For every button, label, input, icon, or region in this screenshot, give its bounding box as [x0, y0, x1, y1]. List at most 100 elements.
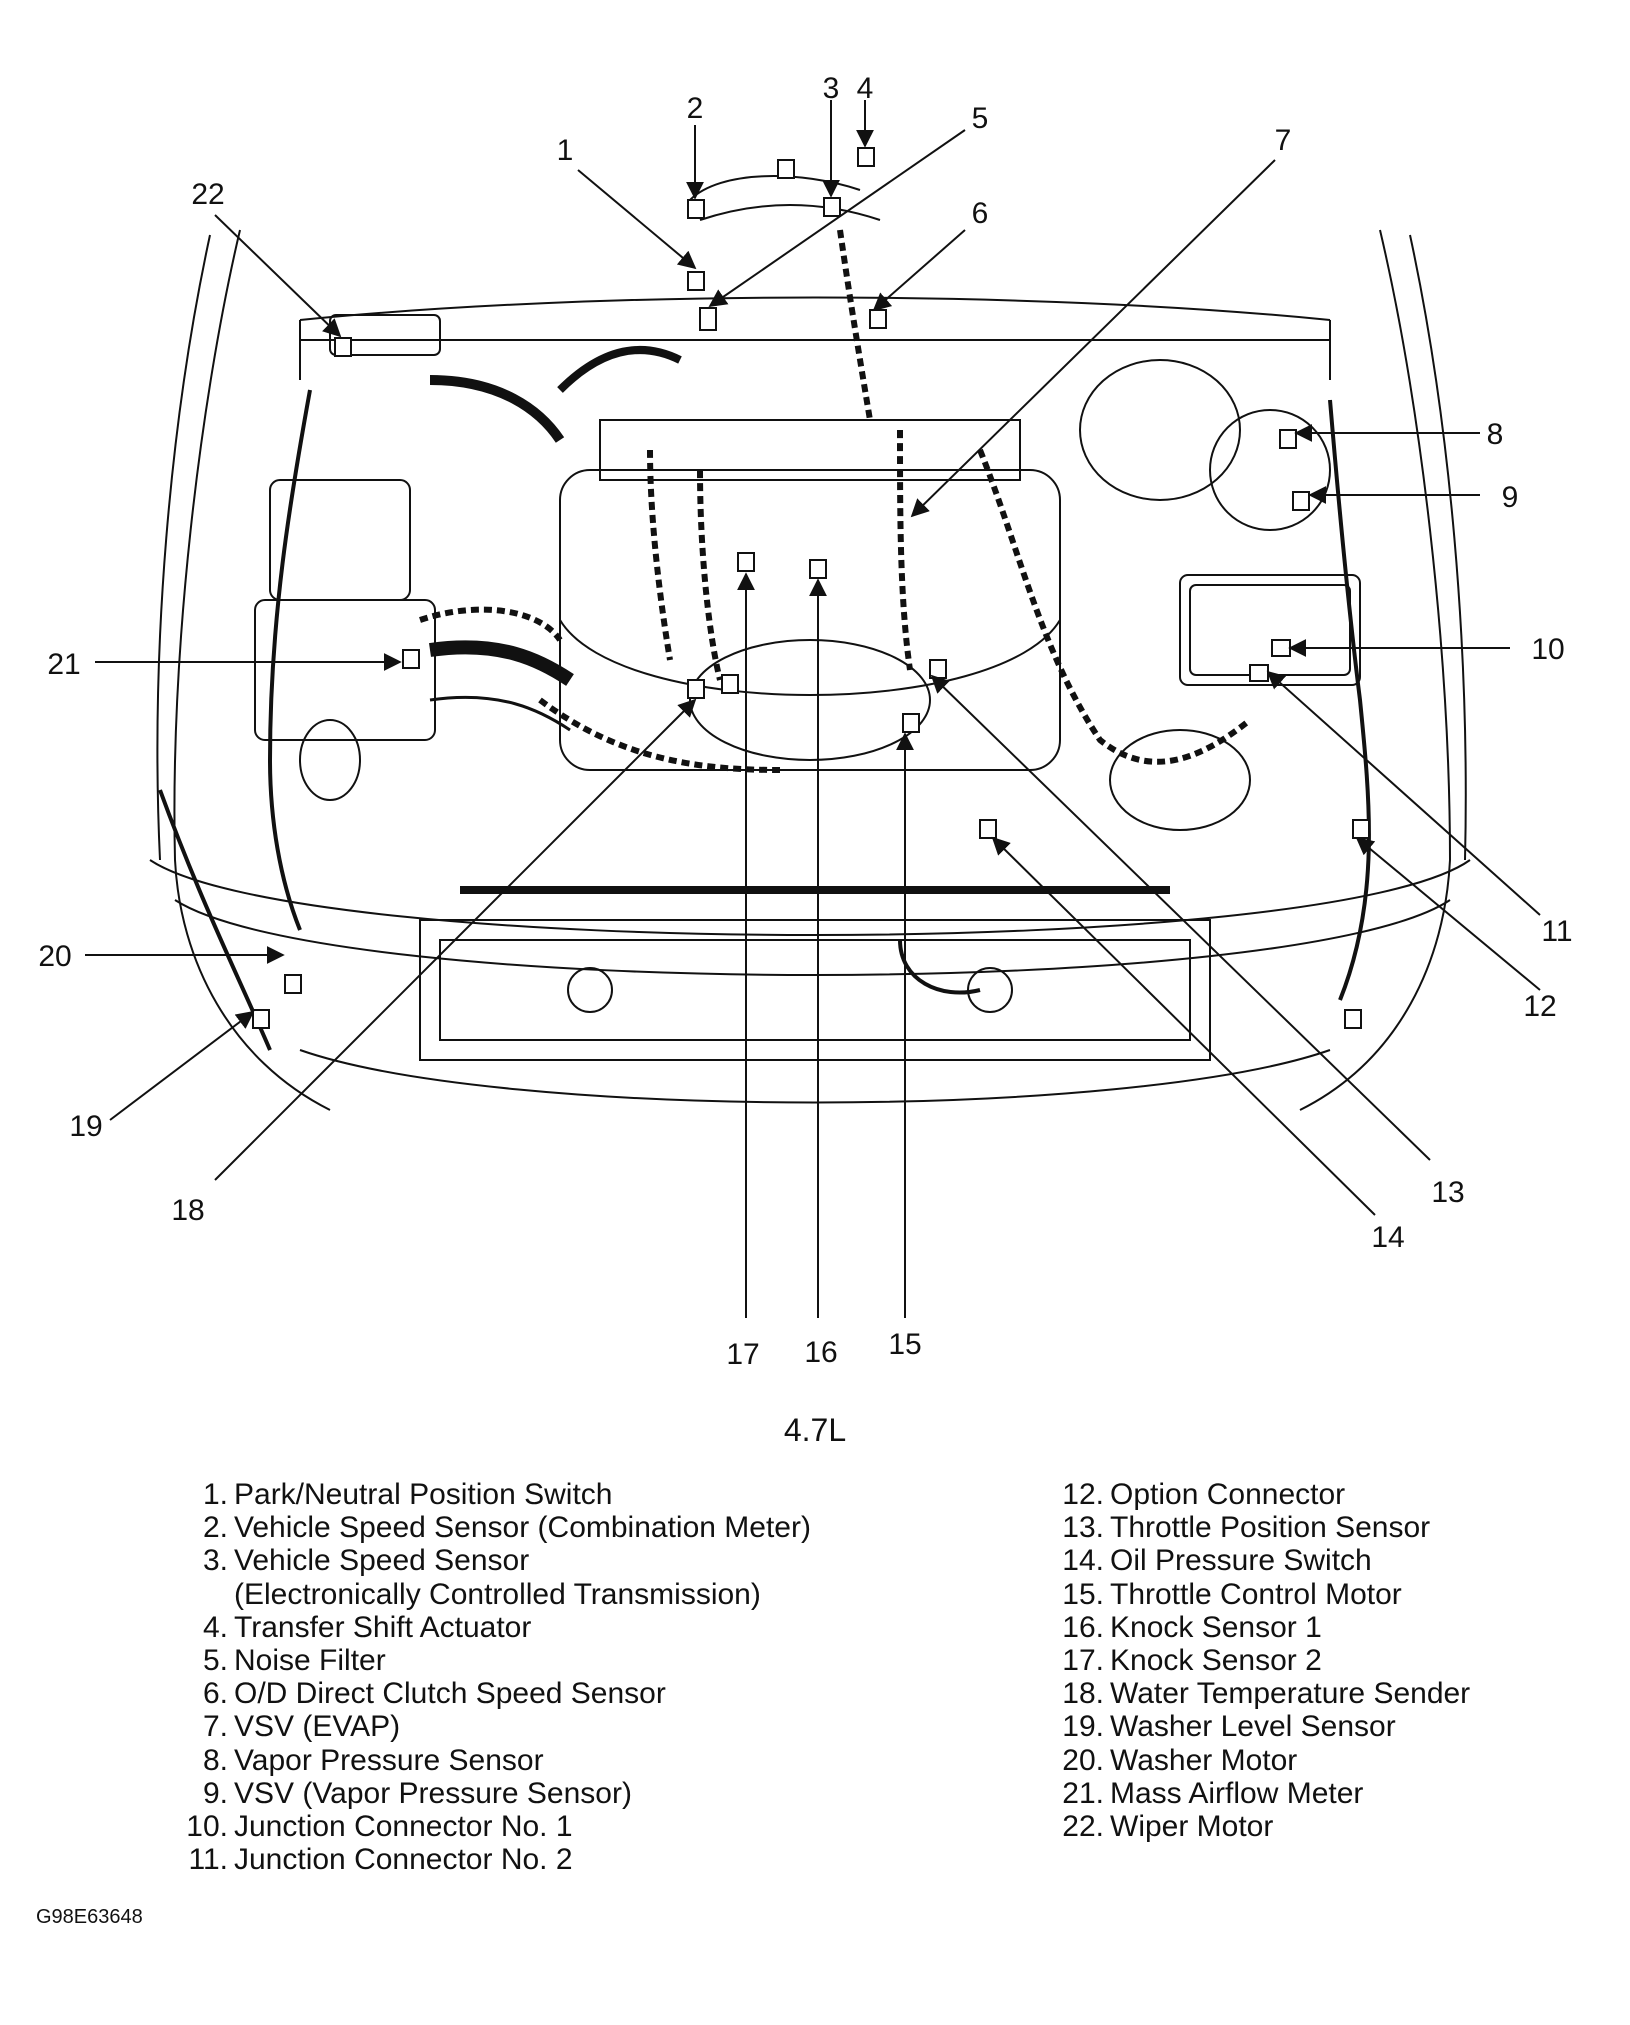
legend-item-label: VSV (EVAP)	[234, 1710, 401, 1744]
legend-item-label: Oil Pressure Switch	[1110, 1544, 1372, 1578]
legend-item-number: 13.	[1062, 1511, 1104, 1545]
legend-item-label: Vehicle Speed Sensor	[234, 1544, 530, 1578]
legend-item-label: Noise Filter	[234, 1644, 386, 1678]
callout-18: 18	[171, 1194, 204, 1227]
legend-item-number: 15.	[1062, 1577, 1104, 1611]
legend-item-number: 22.	[1062, 1810, 1104, 1844]
engine-bay-artwork	[149, 175, 1471, 1111]
legend-item: 20.Washer Motor	[1052, 1744, 1470, 1777]
callout-16: 16	[804, 1336, 837, 1369]
legend-item-label: O/D Direct Clutch Speed Sensor	[234, 1677, 666, 1711]
callout-2: 2	[687, 92, 704, 125]
legend-item-label: Washer Motor	[1110, 1743, 1298, 1777]
callout-17: 17	[726, 1338, 759, 1371]
legend-item-number: 7.	[202, 1710, 228, 1744]
legend-item-number: 3.	[202, 1544, 228, 1578]
legend-item-number: 2.	[202, 1511, 228, 1545]
legend-item: 14.Oil Pressure Switch	[1052, 1544, 1470, 1577]
legend-item-continuation: (Electronically Controlled Transmission)	[234, 1577, 761, 1611]
callout-8: 8	[1487, 418, 1504, 451]
legend-item-number: 12.	[1062, 1478, 1104, 1511]
legend-item: 19.Washer Level Sensor	[1052, 1710, 1470, 1743]
legend-item: 3.Vehicle Speed Sensor	[176, 1544, 811, 1577]
figure-code: G98E63648	[36, 1906, 143, 1928]
legend-item: 5.Noise Filter	[176, 1644, 811, 1677]
leader-5	[708, 129, 966, 308]
legend-item-label: Knock Sensor 1	[1110, 1610, 1322, 1644]
legend-item: 9.VSV (Vapor Pressure Sensor)	[176, 1777, 811, 1810]
callout-9: 9	[1502, 481, 1519, 514]
legend-item-number: 11.	[188, 1843, 228, 1877]
legend-item: 13.Throttle Position Sensor	[1052, 1511, 1470, 1544]
legend-item-number: 9.	[202, 1776, 228, 1810]
legend-item: 1.Park/Neutral Position Switch	[176, 1478, 811, 1511]
callout-10: 10	[1531, 633, 1564, 666]
legend-item-number: 8.	[202, 1743, 228, 1777]
callout-11: 11	[1541, 915, 1572, 948]
legend-item-number: 17.	[1062, 1644, 1104, 1678]
engine-bay-diagram: 1 2 3 4 5 6 7 8 9 10 11 12 13 14 15 16 1…	[38, 72, 1572, 1371]
legend-item: 10.Junction Connector No. 1	[176, 1810, 811, 1843]
leader-6	[872, 229, 966, 312]
legend-item: 8.Vapor Pressure Sensor	[176, 1744, 811, 1777]
legend-item-label: VSV (Vapor Pressure Sensor)	[234, 1776, 632, 1810]
legend-item-label: Vapor Pressure Sensor	[234, 1743, 544, 1777]
legend-item-number: 20.	[1062, 1743, 1104, 1777]
callout-lines	[85, 100, 1541, 1318]
callout-15: 15	[888, 1328, 921, 1361]
legend-item-number: 14.	[1062, 1544, 1104, 1578]
wiring-harness	[419, 229, 1252, 773]
legend-item-label: Park/Neutral Position Switch	[234, 1478, 613, 1511]
leader-14	[991, 836, 1376, 1216]
connectors	[252, 147, 1370, 1029]
legend-item: 7.VSV (EVAP)	[176, 1710, 811, 1743]
legend-item-number: 6.	[202, 1677, 228, 1711]
legend-item: 18.Water Temperature Sender	[1052, 1677, 1470, 1710]
leader-18	[214, 698, 697, 1181]
legend-item: 16.Knock Sensor 1	[1052, 1611, 1470, 1644]
legend-item-label: Junction Connector No. 1	[234, 1810, 573, 1844]
legend-item-label: Washer Level Sensor	[1110, 1710, 1396, 1744]
wiring-harness-solid	[158, 346, 1371, 1051]
legend-item: 2.Vehicle Speed Sensor (Combination Mete…	[176, 1511, 811, 1544]
legend-item: 15.Throttle Control Motor	[1052, 1578, 1470, 1611]
callout-12: 12	[1523, 990, 1556, 1023]
legend-item-number: 18.	[1062, 1677, 1104, 1711]
legend-item-label: Mass Airflow Meter	[1110, 1776, 1364, 1810]
callout-7: 7	[1275, 124, 1292, 157]
leader-12	[1355, 836, 1541, 991]
legend-item: 21.Mass Airflow Meter	[1052, 1777, 1470, 1810]
callout-21: 21	[47, 648, 80, 681]
legend-item-label: Transfer Shift Actuator	[234, 1610, 532, 1644]
legend-item: 17.Knock Sensor 2	[1052, 1644, 1470, 1677]
legend-item-label: Junction Connector No. 2	[234, 1843, 573, 1877]
legend-item-label: Throttle Control Motor	[1110, 1577, 1402, 1611]
leader-7	[910, 159, 1276, 518]
legend-item-label: Vehicle Speed Sensor (Combination Meter)	[234, 1511, 811, 1545]
legend-item: 4.Transfer Shift Actuator	[176, 1611, 811, 1644]
legend-item: 22.Wiper Motor	[1052, 1810, 1470, 1843]
legend-item-number: 1.	[202, 1478, 228, 1511]
callout-14: 14	[1371, 1221, 1404, 1254]
legend-item-number: 19.	[1062, 1710, 1104, 1744]
callout-3: 3	[823, 72, 840, 105]
legend-item-number: 10.	[186, 1810, 228, 1844]
callout-5: 5	[972, 102, 989, 135]
callout-22: 22	[191, 178, 224, 211]
legend-item-number: 16.	[1062, 1610, 1104, 1644]
callout-20: 20	[38, 940, 71, 973]
legend-item-label: Option Connector	[1110, 1478, 1346, 1511]
leader-1	[577, 169, 697, 270]
legend-item-label: Knock Sensor 2	[1110, 1644, 1322, 1678]
leader-22	[214, 214, 342, 338]
diagram-caption: 4.7L	[783, 1412, 847, 1448]
legend-item-number: 4.	[202, 1610, 228, 1644]
legend-item-number: 21.	[1062, 1776, 1104, 1810]
leader-13	[930, 674, 1431, 1161]
leader-19	[109, 1010, 255, 1121]
legend-item-label: Throttle Position Sensor	[1110, 1511, 1431, 1545]
legend-item-label: Water Temperature Sender	[1110, 1677, 1471, 1711]
callout-19: 19	[69, 1110, 102, 1143]
